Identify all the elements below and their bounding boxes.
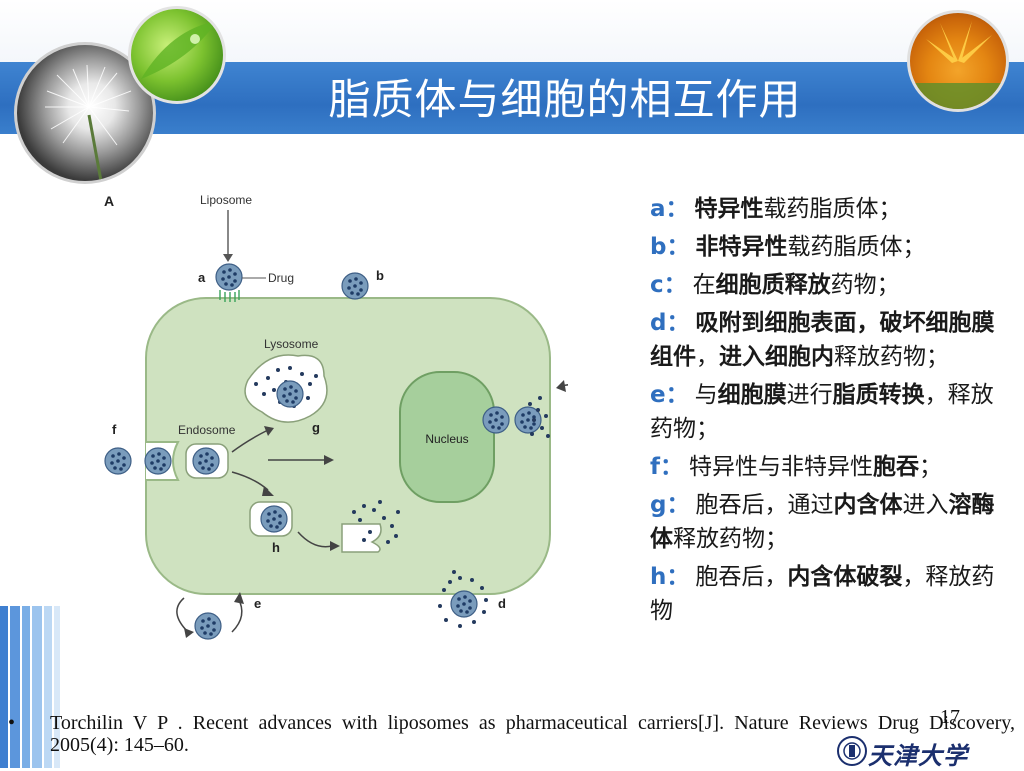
letter-b: b (376, 268, 384, 283)
legend-item: h：胞吞后，内含体破裂，释放药物 (650, 560, 1000, 628)
liposome-a (215, 263, 243, 291)
legend-item: c：在细胞质释放药物； (650, 268, 1000, 302)
liposome-arrowhead (223, 254, 233, 262)
legend-text: 与 (694, 382, 718, 408)
legend-key: g： (650, 492, 690, 518)
legend-text: 内含体 (833, 492, 903, 518)
letter-h: h (272, 540, 280, 555)
lysosome-label: Lysosome (264, 337, 319, 351)
liposome-e (194, 612, 222, 640)
letter-g: g (312, 420, 320, 435)
university-logo (837, 736, 867, 766)
legend-text: 溶酶体 (650, 492, 995, 552)
liposome-in-endosome (192, 447, 220, 475)
dandelion-photo (14, 42, 156, 184)
nucleus-label: Nucleus (425, 432, 468, 446)
arrow-e-left (176, 597, 189, 633)
legend-key: f： (650, 454, 684, 480)
legend-text: 特异性 (694, 196, 764, 222)
endosome-label: Endosome (178, 423, 236, 437)
legend-item: g：胞吞后，通过内含体进入溶酶体释放药物； (650, 488, 1000, 556)
legend-item: a：特异性载药脂质体； (650, 192, 1000, 226)
legend-key: a： (650, 196, 689, 222)
legend-text: 内含体破裂 (787, 564, 903, 590)
legend-text: 在 (692, 272, 716, 298)
citation-bullet: • (8, 712, 16, 734)
legend-item: f：特异性与非特异性胞吞； (650, 450, 1000, 484)
legend-text: 进行 (786, 382, 833, 408)
legend-text: 进入 (902, 492, 949, 518)
ligands-a (219, 290, 240, 302)
liposome-c-inner (482, 406, 510, 434)
legend-text: 载药脂质体； (787, 234, 926, 260)
legend-text: 释放药物； (673, 526, 788, 552)
liposome-label: Liposome (200, 193, 252, 207)
arrowhead-to-h (262, 486, 274, 496)
drug-label: Drug (268, 271, 294, 285)
ruptured-endosome (341, 523, 382, 553)
university-name: 天津大学 (868, 741, 968, 770)
citation-text: Torchilin V P . Recent advances with lip… (50, 712, 1015, 756)
leaf-photo (128, 6, 226, 104)
legend-text: ； (919, 454, 943, 480)
panel-label: A (104, 193, 114, 209)
liposome-f-inside (144, 447, 172, 475)
arrowhead-to-nucleus (324, 455, 334, 465)
arrowhead-c (556, 380, 566, 392)
legend-text: ，释放药物； (650, 382, 994, 442)
legend-list: a：特异性载药脂质体；b：非特异性载药脂质体；c：在细胞质释放药物；d：吸附到细… (650, 192, 1000, 632)
flower-photo (907, 10, 1009, 112)
legend-text: ， (696, 344, 719, 370)
nucleus (399, 371, 495, 503)
legend-text: 胞吞后， (695, 564, 788, 590)
letter-e: e (254, 596, 261, 611)
released-drug-dots-d (438, 570, 488, 628)
arrowhead-e-right (234, 592, 244, 604)
letter-a: a (198, 270, 206, 285)
left-stripes-decoration (0, 606, 80, 768)
legend-text: 载药脂质体； (763, 196, 902, 222)
arrowhead-to-rupture (330, 541, 340, 551)
liposome-cell-diagram: A Nucleus Liposome a Drug b Lysosome (98, 180, 597, 650)
liposome-f-outside (104, 447, 132, 475)
legend-text: 非特异性 (695, 234, 788, 260)
legend-key: b： (650, 234, 690, 260)
liposome-in-endosome-h (260, 505, 288, 533)
legend-text: 细胞质释放 (715, 272, 831, 298)
legend-text: 细胞膜 (717, 382, 787, 408)
released-drug-dots-c (528, 396, 550, 438)
legend-text: 进入细胞内 (719, 344, 834, 370)
legend-text: ，释放药物 (650, 564, 995, 624)
legend-item: d：吸附到细胞表面，破坏细胞膜组件，进入细胞内释放药物； (650, 306, 1000, 374)
letter-d: d (498, 596, 506, 611)
arrowhead-to-lysosome (264, 426, 274, 436)
liposome-in-lysosome (276, 380, 304, 408)
slide-title: 脂质体与细胞的相互作用 (328, 75, 802, 124)
legend-text: 释放药物； (834, 344, 949, 370)
legend-key: h： (650, 564, 690, 590)
letter-f: f (112, 422, 117, 437)
legend-key: e： (650, 382, 689, 408)
legend-text: 脂质转换 (832, 382, 925, 408)
legend-key: c： (650, 272, 687, 298)
legend-text: 胞吞 (873, 454, 920, 480)
legend-key: d： (650, 310, 690, 336)
legend-text: 特异性与非特异性 (689, 454, 874, 480)
legend-item: b：非特异性载药脂质体； (650, 230, 1000, 264)
legend-text: 吸附到细胞表面，破坏细胞膜组件 (650, 310, 995, 370)
legend-text: 胞吞后，通过 (695, 492, 834, 518)
liposome-b (341, 272, 369, 300)
arrowhead-e-left (184, 628, 194, 638)
released-drug-dots-h (352, 500, 400, 544)
page-number: 17 (940, 706, 960, 728)
legend-item: e：与细胞膜进行脂质转换，释放药物； (650, 378, 1000, 446)
liposome-d (450, 590, 478, 618)
legend-text: 药物； (830, 272, 900, 298)
